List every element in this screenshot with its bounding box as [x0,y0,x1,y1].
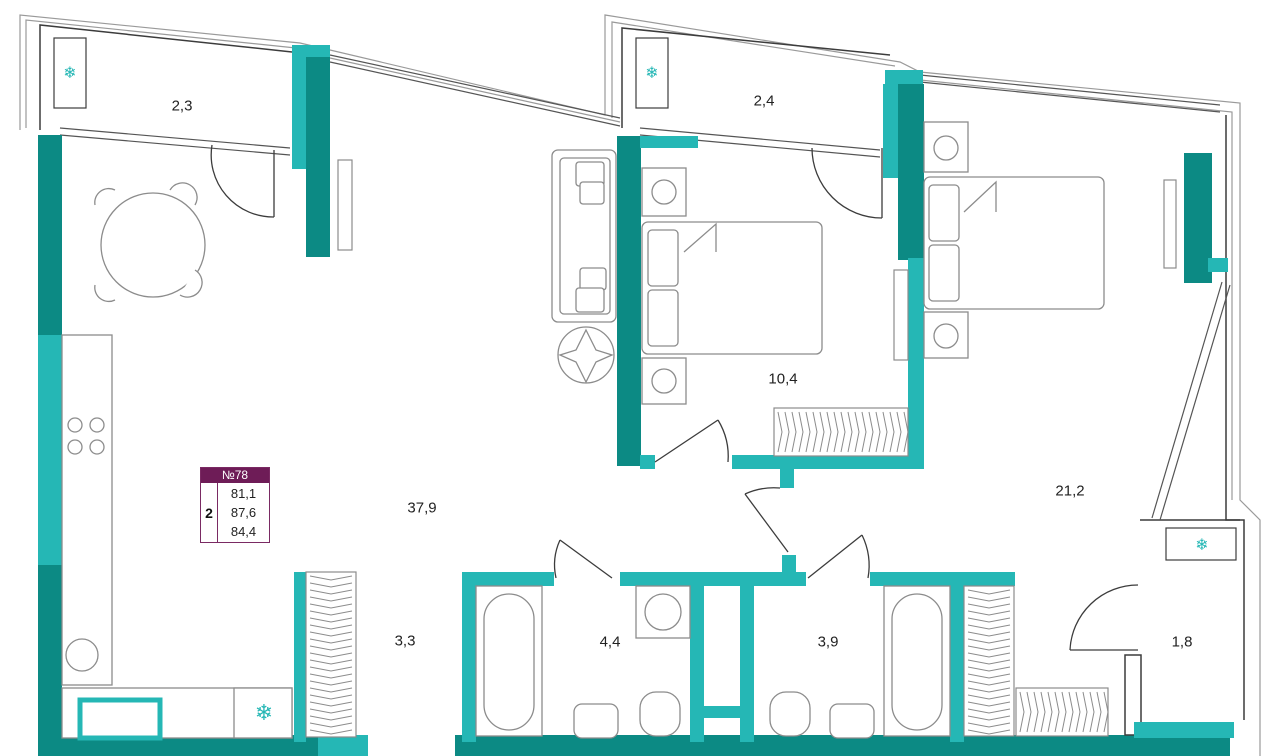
glazing-outline [19,14,1261,756]
wardrobes [305,407,1109,738]
room-area-wardrobe: 1,8 [1171,633,1193,651]
room-area-master-bedroom: 21,2 [1055,482,1085,500]
room-area-balcony-left: 2,3 [171,97,193,115]
radiators [337,159,1177,361]
bed-right [923,121,1105,359]
ac-unit-icon [1165,527,1237,561]
kitchen [61,334,293,741]
snowflake-icons: ❄ ❄ ❄ ❄ [63,63,1208,726]
bathroom-fixtures [475,585,951,739]
room-area-balcony-right: 2,4 [753,92,775,110]
apartment-area-reduced: 84,4 [230,524,257,539]
sofa [551,149,617,384]
room-area-bathroom-2: 3,9 [817,633,839,651]
ac-unit-icon: ❄ [63,63,76,82]
balcony-frames [39,24,1245,720]
ac-unit-icon: ❄ [255,701,273,726]
windows [59,54,1231,521]
walls [38,45,1234,756]
bed-left [641,167,823,405]
dining-table [94,182,206,303]
ac-unit-icon [53,37,87,109]
ac-unit-icon: ❄ [1195,535,1208,554]
room-area-hall: 3,3 [394,632,416,650]
ac-units [53,37,1237,561]
doors [210,144,1139,651]
room-area-living-kitchen: 37,9 [407,499,437,517]
apartment-rooms-count: 2 [201,483,218,542]
apartment-badge: №78 2 81,1 87,6 84,4 [200,467,270,543]
wardrobe-hatching [309,411,1109,735]
room-area-bedroom: 10,4 [768,370,798,388]
apartment-area-total: 81,1 [230,486,257,501]
apartment-number: №78 [201,468,269,483]
ac-unit-icon [635,37,669,109]
apartment-area-with-balcony: 87,6 [230,505,257,520]
room-area-bathroom: 4,4 [599,633,621,651]
ac-unit-icon: ❄ [645,63,658,82]
